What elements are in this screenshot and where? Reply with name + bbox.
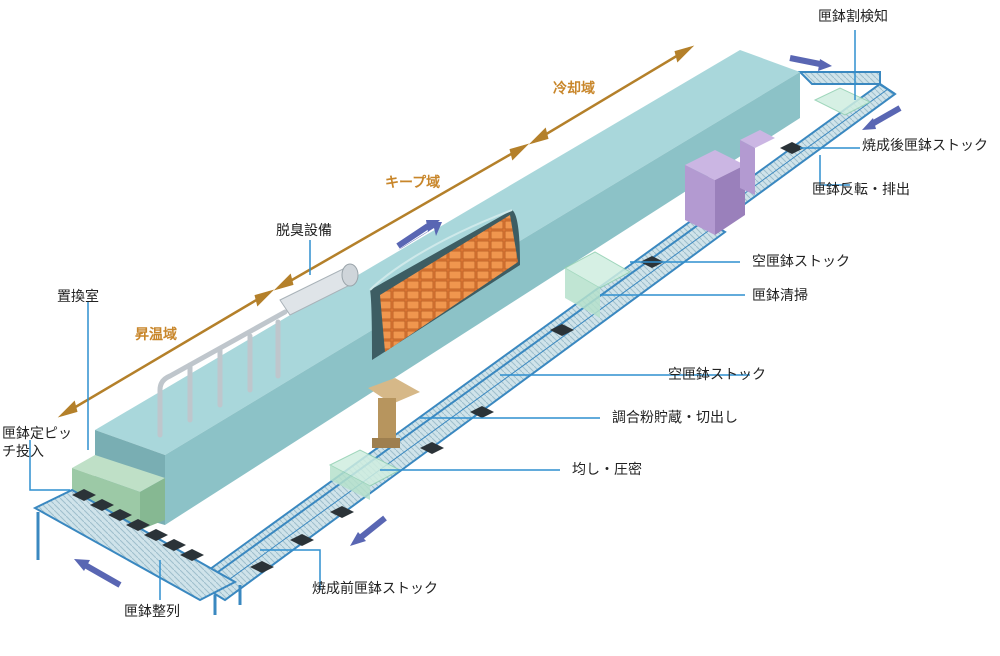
label-powder-storage: 調合粉貯蔵・切出し	[612, 410, 738, 426]
alignment-conveyor	[32, 488, 242, 615]
zone-dimension-arrow-icon	[57, 45, 695, 418]
kiln-body	[95, 50, 800, 525]
label-saggar-fixed-pitch: 匣鉢定ピッチ投入	[2, 426, 72, 460]
saggar-rows	[72, 142, 804, 573]
label-pre-firing-stock: 焼成前匣鉢ストック	[312, 581, 438, 597]
label-substitution-room: 置換室	[57, 289, 99, 305]
label-saggar-alignment: 匣鉢整列	[124, 604, 180, 620]
powder-machine	[368, 378, 420, 448]
zone-keep-label: キープ域	[385, 175, 441, 191]
label-saggar-cleaning: 匣鉢清掃	[752, 288, 808, 304]
cleaning-station	[563, 251, 632, 318]
label-saggar-crack-inspection: 匣鉢割検知	[818, 9, 888, 25]
flip-discharge-machine	[685, 130, 775, 235]
label-empty-stock-1: 空匣鉢ストック	[752, 254, 850, 270]
zone-cooling-label: 冷却域	[553, 81, 595, 97]
deodorizer-pipes	[157, 309, 288, 438]
label-saggar-flip-discharge: 匣鉢反転・排出	[812, 182, 910, 198]
zone-heating-label: 昇温域	[135, 327, 177, 343]
callout-lines	[29, 30, 860, 600]
inspection-station	[813, 87, 872, 116]
label-post-firing-stock: 焼成後匣鉢ストック	[862, 138, 988, 154]
top-loop-conveyor	[797, 71, 896, 95]
front-conveyor	[198, 218, 727, 602]
flow-arrow-icon	[74, 55, 902, 588]
label-deodorizer: 脱臭設備	[276, 223, 332, 239]
deodorizer-unit	[279, 263, 359, 316]
label-leveling-pressing: 均し・圧密	[572, 462, 642, 478]
label-empty-stock-2: 空匣鉢ストック	[668, 367, 766, 383]
